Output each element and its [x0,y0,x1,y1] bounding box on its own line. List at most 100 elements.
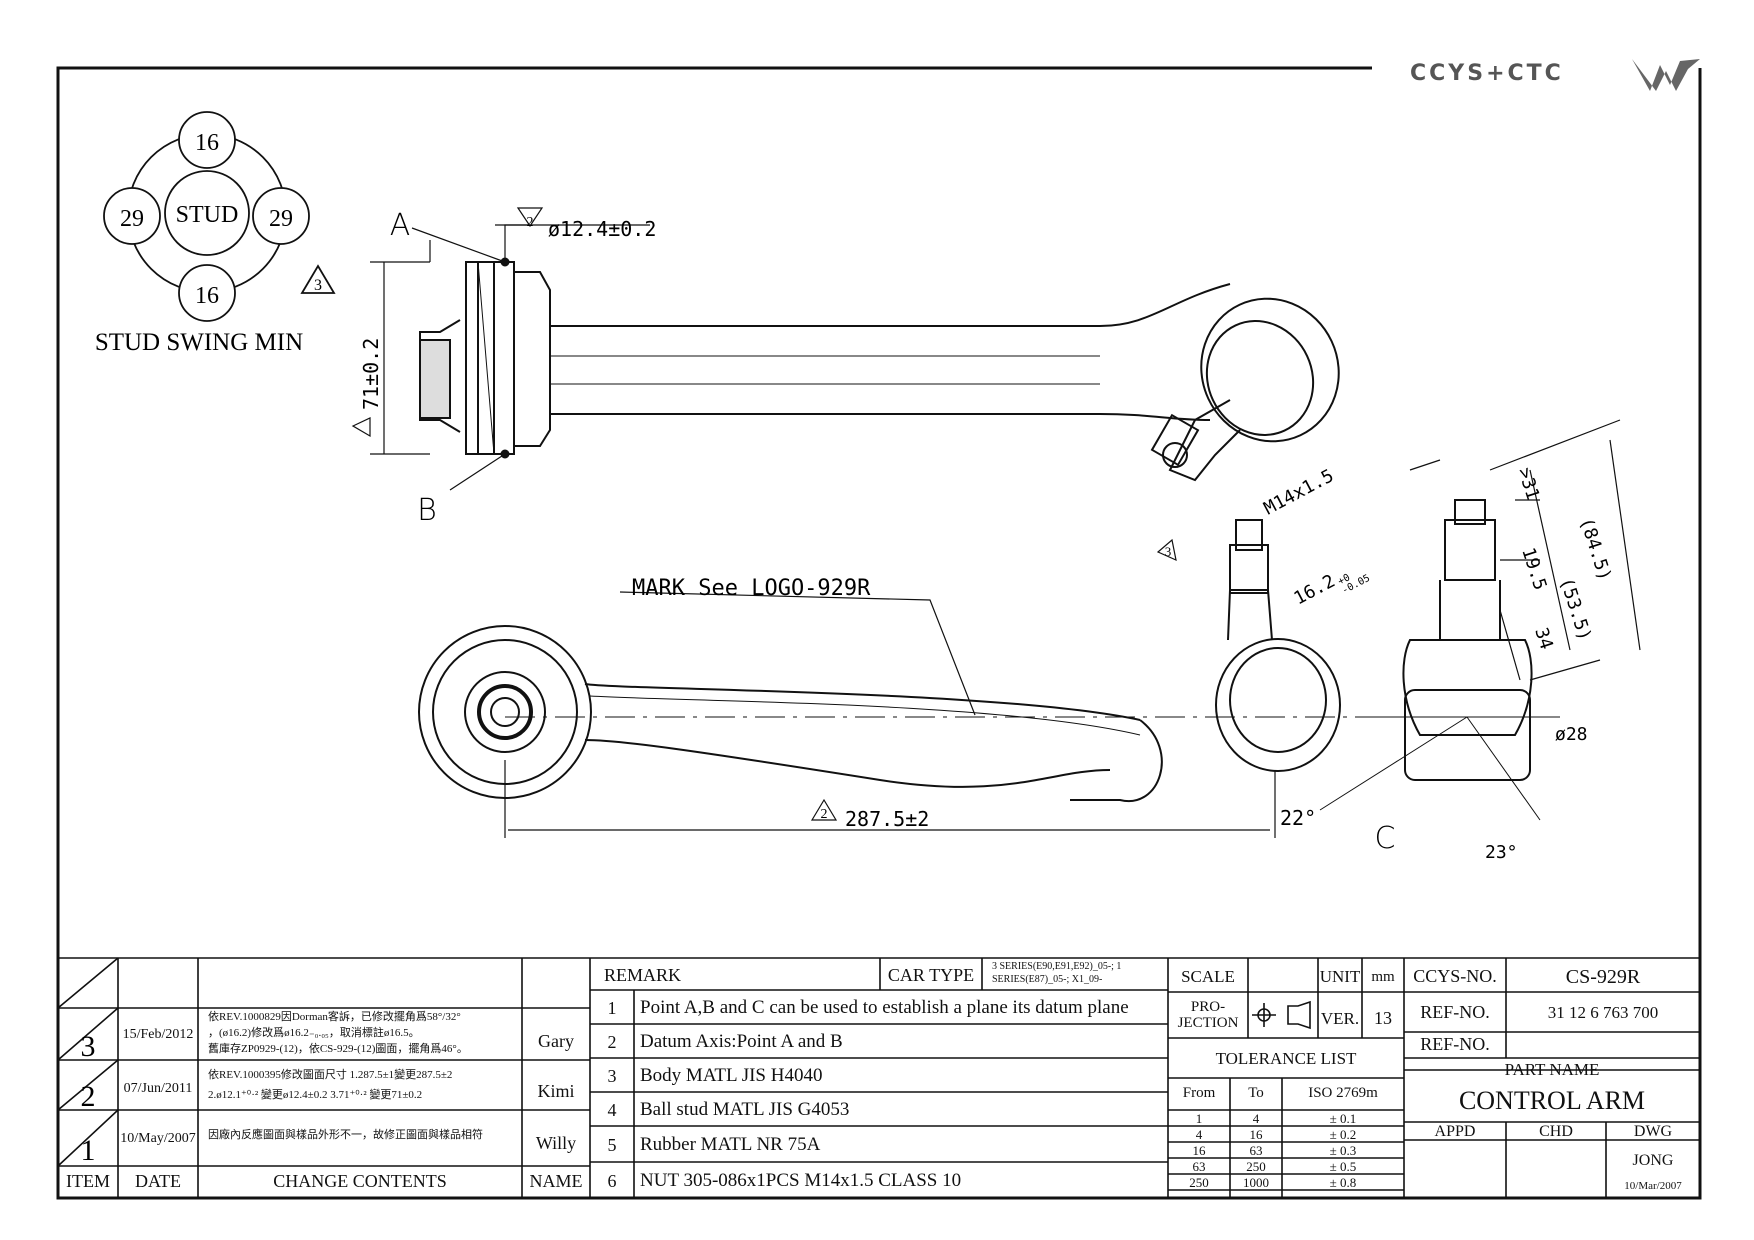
length-rev: 2 [821,807,828,822]
remark-3-no: 3 [607,1066,617,1086]
rev-2-name: Kimi [537,1081,575,1101]
rev-2-item: 2 [81,1080,96,1113]
ver-label: VER. [1320,1009,1360,1028]
tol-row-from: 1 [1195,1111,1203,1126]
remark-1-text: Point A,B and C can be used to establish… [640,997,1129,1018]
car-type-value-2: SERIES(E87)_05-; X1_09- [992,974,1103,985]
tol-row-from: 250 [1189,1175,1209,1190]
rev-3-date: 15/Feb/2012 [122,1027,194,1042]
appd-label: APPD [1434,1123,1476,1140]
tol-row-from: 4 [1195,1127,1203,1142]
angle-22: 22° [1280,806,1316,830]
part-name-label: PART NAME [1504,1060,1600,1079]
shank-tol-upper: +0 [1336,572,1352,587]
part-name: CONTROL ARM [1458,1086,1646,1115]
tol-row-to: 250 [1246,1159,1266,1174]
remark-2-no: 2 [607,1032,617,1052]
shank-dim: 16.2 [1290,571,1338,610]
tol-row-value: ± 0.8 [1329,1175,1357,1190]
tol-row-to: 4 [1252,1111,1260,1126]
point-b-label: B [417,493,437,528]
rev-1-content-1: 因廠內反應圖面與樣品外形不一，故修正圖面與樣品相符 [208,1129,483,1141]
remark-1-no: 1 [607,998,617,1018]
drawing-border [56,66,1702,1200]
ref-label: REF-NO. [1420,1002,1490,1022]
tol-to-header: To [1248,1085,1264,1101]
ccys-label: CCYS-NO. [1413,966,1497,986]
ref-value: 31 12 6 763 700 [1547,1003,1659,1022]
tol-row-to: 1000 [1243,1175,1269,1190]
rev-3-content-3: 舊庫存ZP0929-(12)，依CS-929-(12)圖面，擺角爲46°。 [208,1043,468,1055]
logo-mark-icon [1632,59,1700,91]
thread-dim: M14x1.5 [1260,465,1337,519]
header-name: NAME [529,1171,583,1191]
angle-23: 23° [1485,842,1518,863]
tol-row-value: ± 0.2 [1329,1127,1357,1142]
rev-3-name: Gary [538,1031,574,1051]
rev-2-date: 07/Jun/2011 [123,1081,193,1096]
bottom-view-arm [418,419,1641,838]
remark-3-text: Body MATL JIS H4040 [640,1065,823,1086]
remark-5-no: 5 [607,1135,617,1155]
tolerance-title: TOLERANCE LIST [1215,1049,1357,1068]
shank-rev: 3 [1165,544,1172,559]
tol-std-header: ISO 2769m [1308,1085,1378,1101]
chd-label: CHD [1539,1123,1573,1140]
tol-row-to: 16 [1249,1127,1263,1142]
point-c-label: C [1375,821,1396,856]
remark-6-no: 6 [607,1171,617,1191]
diameter-rev: 2 [527,215,534,230]
ref-label-2: REF-NO. [1420,1034,1490,1054]
dwg-label: DWG [1633,1123,1673,1140]
tol-from-header: From [1182,1085,1216,1101]
top-view-arm [351,207,1340,491]
ver-value: 13 [1374,1008,1392,1028]
length-dim: 287.5±2 [845,807,929,831]
rev-3-content-1: 依REV.1000829因Dorman客訴，已修改擺角爲58°/32° [208,1011,461,1023]
height-dim: 71±0.2 [359,338,383,410]
remark-4-text: Ball stud MATL JIS G4053 [640,1099,850,1120]
company-logo: CCYS+CTC [1410,55,1710,95]
tol-row-value: ± 0.1 [1329,1111,1357,1126]
dwg-name: JONG [1632,1152,1674,1169]
tol-row-to: 63 [1249,1143,1263,1158]
title-block-grid [57,957,1700,1198]
stud-swing-bottom: 16 [195,283,219,309]
dwg-date: 10/Mar/2007 [1624,1180,1682,1192]
tol-row-value: ± 0.5 [1329,1159,1357,1174]
stud-swing-diagram [103,111,336,322]
car-type-header: CAR TYPE [887,965,975,985]
rev-3-content-2: ，(ø16.2)修改爲ø16.2₋₀.₀₅，取消標註ø16.5。 [208,1027,420,1039]
diameter-dim: ø12.4±0.2 [548,217,656,241]
stud-swing-center: STUD [176,202,239,228]
remark-header: REMARK [604,965,682,985]
rev-3-item: 3 [81,1030,96,1063]
point-a-label: A [390,208,411,243]
unit-label: UNIT [1319,967,1361,986]
logo-text: CCYS+CTC [1410,61,1564,86]
rev-1-item: 1 [81,1134,96,1167]
mark-note: MARK See LOGO-929R [632,576,871,601]
stud-swing-title: STUD SWING MIN [95,329,303,356]
unit-value: mm [1371,969,1395,985]
dim-28: ø28 [1555,724,1588,745]
tol-row-value: ± 0.3 [1329,1143,1357,1158]
rev-1-name: Willy [535,1133,577,1153]
projection-label-1: PRO- [1190,999,1226,1015]
dim-31: >31 [1513,465,1543,502]
rev-2-content-2: 2.ø12.1⁺⁰·² 變更ø12.4±0.2 3.71⁺⁰·² 變更71±0.… [208,1089,423,1101]
header-date: DATE [135,1171,181,1191]
dim-34: 34 [1530,625,1557,652]
stud-swing-right: 29 [269,206,293,232]
projection-label-2: JECTION [1177,1015,1239,1031]
remark-4-no: 4 [607,1100,617,1120]
remark-6-text: NUT 305-086x1PCS M14x1.5 CLASS 10 [640,1170,962,1191]
ccys-value: CS-929R [1565,966,1641,988]
dim-84-5: (84.5) [1575,515,1615,583]
stud-swing-rev: 3 [314,277,322,294]
remark-5-text: Rubber MATL NR 75A [640,1134,821,1155]
remark-2-text: Datum Axis:Point A and B [640,1031,843,1052]
rev-2-content-1: 依REV.1000395修改圖面尺寸 1.287.5±1變更287.5±2 [208,1069,453,1081]
car-type-value-1: 3 SERIES(E90,E91,E92)_05-; 1 [992,961,1122,972]
